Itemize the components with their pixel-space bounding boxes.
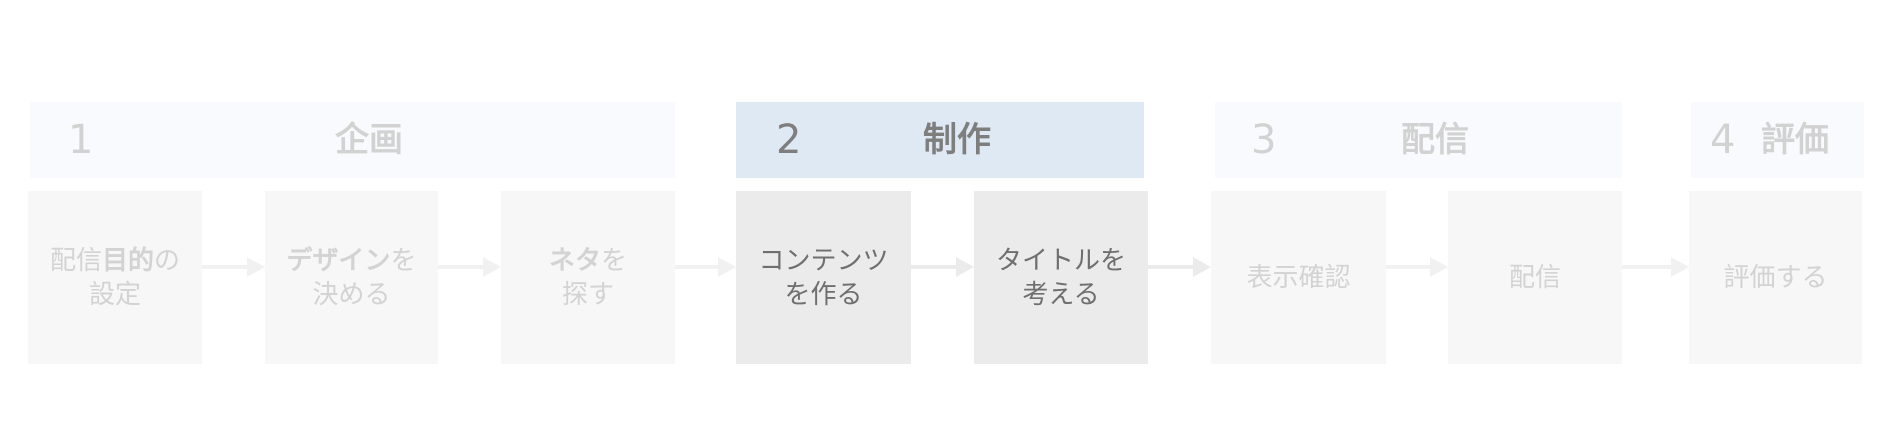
step-label: 評価する [1723, 262, 1828, 293]
phase-2: 2 制作 [736, 102, 1144, 178]
step-label: コンテンツ を作る [758, 245, 889, 310]
arrow-right-icon [1386, 257, 1448, 277]
phase-title: 配信 [1401, 120, 1469, 160]
step-label: タイトルを 考える [995, 245, 1126, 310]
step-label: ネタを 探す [548, 245, 628, 310]
step-label: デザインを 決める [286, 245, 417, 310]
step-decide-design: デザインを 決める [265, 191, 438, 364]
phase-4: 4 評価 [1691, 102, 1864, 178]
arrow-right-icon [675, 257, 736, 277]
step-label: 配信 [1508, 262, 1561, 293]
arrow-right-icon [202, 257, 265, 277]
step-distribute: 配信 [1448, 191, 1622, 364]
step-label: 表示確認 [1246, 262, 1351, 293]
arrow-right-icon [1148, 257, 1211, 277]
step-find-topic: ネタを 探す [501, 191, 675, 364]
phase-1: 1 企画 [30, 102, 675, 178]
phase-number: 2 [776, 117, 802, 163]
phase-number: 1 [68, 117, 94, 163]
phase-number: 4 [1710, 117, 1736, 163]
phase-title: 評価 [1761, 120, 1829, 160]
step-display-check: 表示確認 [1211, 191, 1386, 364]
arrow-right-icon [911, 257, 974, 277]
phase-3: 3 配信 [1215, 102, 1622, 178]
step-create-content: コンテンツ を作る [736, 191, 911, 364]
phase-title: 企画 [335, 120, 403, 160]
step-evaluate: 評価する [1689, 191, 1862, 364]
step-purpose-setting: 配信目的の 設定 [28, 191, 202, 364]
step-label: 配信目的の 設定 [49, 245, 181, 310]
phase-title: 制作 [923, 120, 991, 160]
arrow-right-icon [1622, 257, 1689, 277]
arrow-right-icon [438, 257, 501, 277]
step-think-title: タイトルを 考える [974, 191, 1148, 364]
phase-number: 3 [1251, 117, 1277, 163]
